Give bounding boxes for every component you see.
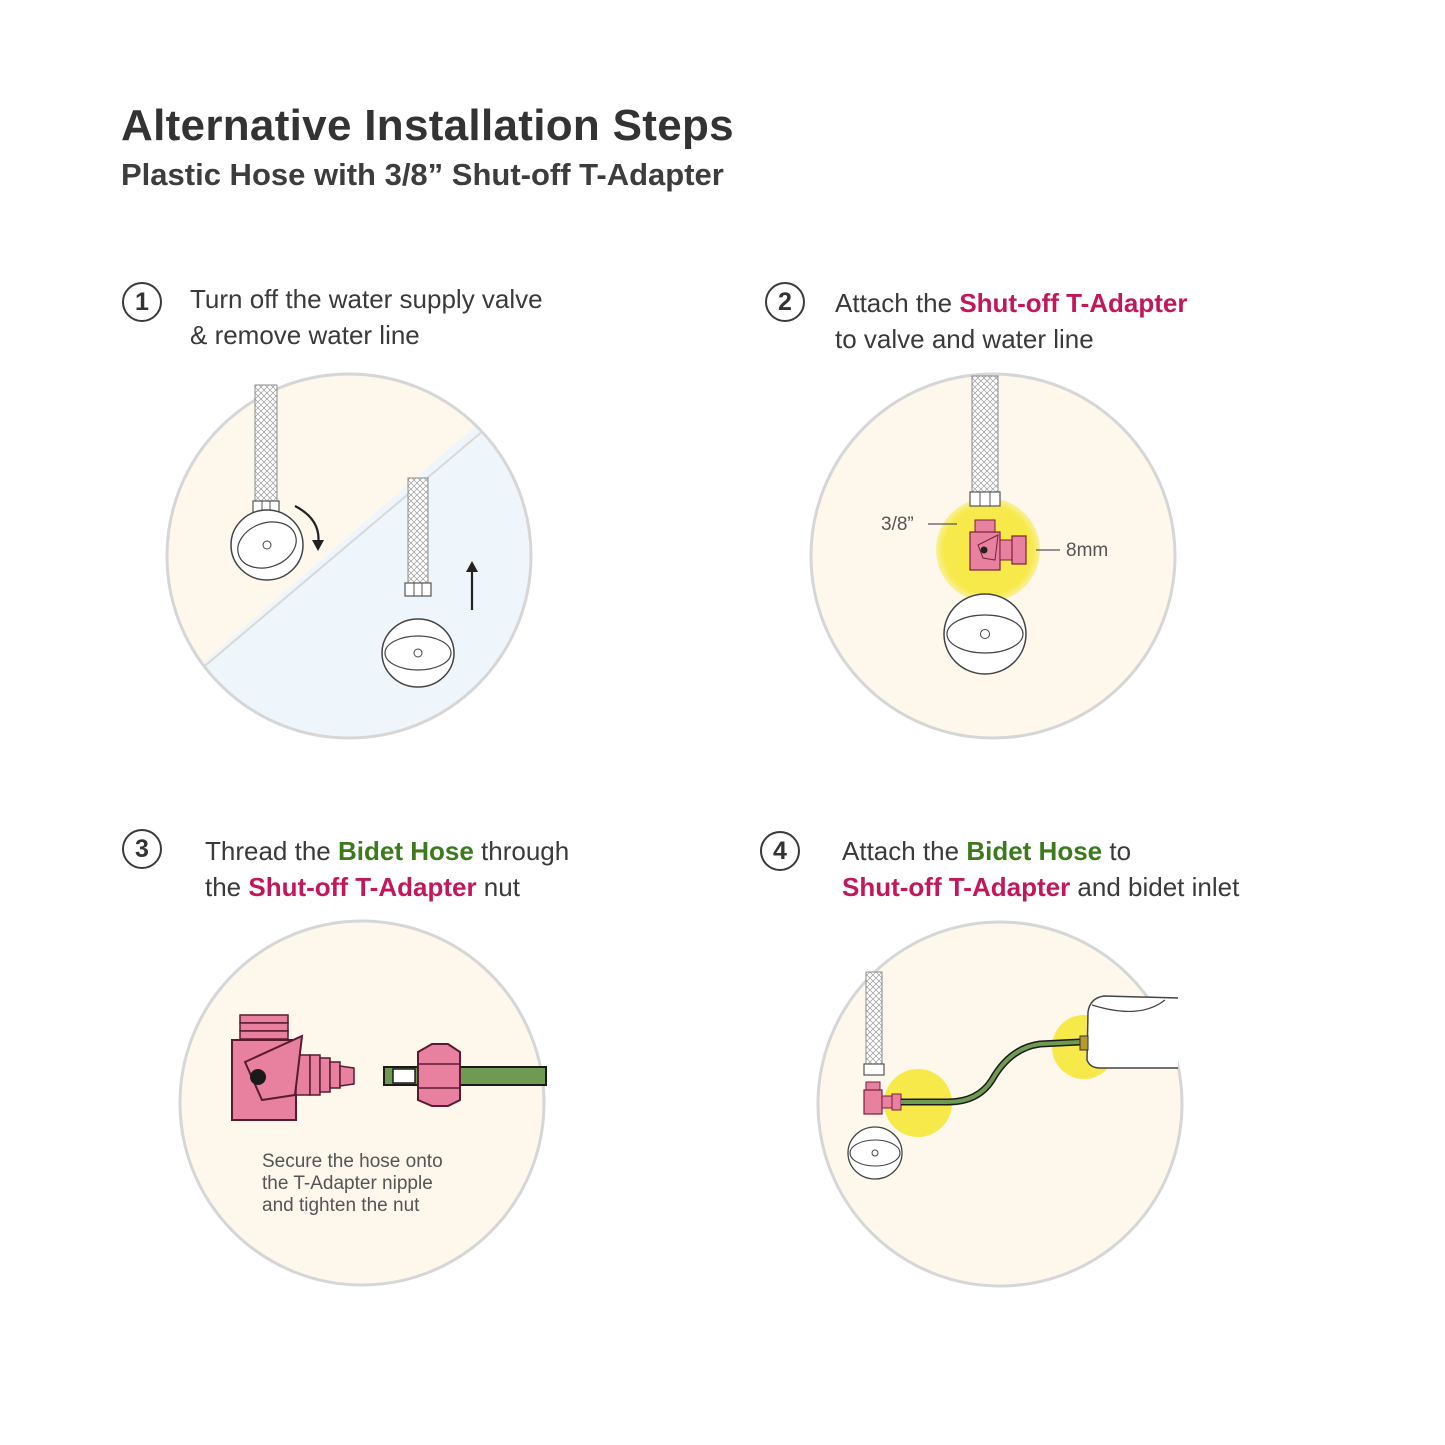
- t-adapter-icon: [863, 1081, 902, 1115]
- step-1-text: Turn off the water supply valve & remove…: [190, 281, 543, 353]
- bidet-hose-highlight: Bidet Hose: [966, 836, 1103, 866]
- braided-hose-icon: [252, 384, 280, 514]
- step-3-circle: [178, 919, 546, 1287]
- step-3-text: Thread the Bidet Hose through the Shut-o…: [205, 833, 569, 905]
- label-3-8-inch: 3/8”: [881, 514, 914, 535]
- step-1-line1: Turn off the water supply valve: [190, 284, 543, 314]
- step-1-line2: & remove water line: [190, 320, 420, 350]
- shutoff-valve-icon: [847, 1126, 903, 1180]
- braided-hose-icon: [863, 971, 885, 1076]
- step-2-line2: to valve and water line: [835, 324, 1094, 354]
- t-adapter-icon: [969, 519, 1027, 571]
- step-4-number: 4: [760, 831, 800, 871]
- bidet-inlet-icon: [1079, 1035, 1089, 1051]
- up-arrow-icon: [466, 561, 478, 610]
- page-subtitle: Plastic Hose with 3/8” Shut-off T-Adapte…: [121, 157, 724, 192]
- step-4-line2: Shut-off T-Adapter and bidet inlet: [842, 872, 1240, 902]
- step-2-illustration: 3/8” 8mm: [809, 372, 1177, 740]
- step-3-number: 3: [122, 829, 162, 869]
- step-1-number: 1: [122, 282, 162, 322]
- step-3-line1: Thread the Bidet Hose through: [205, 836, 570, 866]
- t-adapter-highlight: Shut-off T-Adapter: [248, 872, 477, 902]
- step-1-illustration: [165, 372, 533, 740]
- compression-nut-icon: [417, 1043, 461, 1107]
- step-2-line1: Attach the Shut-off T-Adapter: [835, 288, 1188, 318]
- t-adapter-highlight: Shut-off T-Adapter: [842, 872, 1071, 902]
- shutoff-valve-icon: [381, 618, 455, 688]
- step-3-line2: the Shut-off T-Adapter nut: [205, 872, 520, 902]
- bidet-hose-highlight: Bidet Hose: [337, 836, 474, 866]
- shutoff-valve-icon: [230, 509, 304, 581]
- step-4-line1: Attach the Bidet Hose to: [842, 836, 1132, 866]
- shutoff-valve-icon: [943, 593, 1027, 675]
- step-2-number: 2: [765, 282, 805, 322]
- bidet-hose-icon: [383, 1066, 547, 1086]
- note-line-2: the T-Adapter nipple: [262, 1173, 433, 1194]
- bidet-seat-icon: [1086, 995, 1179, 1069]
- t-adapter-highlight: Shut-off T-Adapter: [959, 288, 1188, 318]
- step-3-illustration: Secure the hose onto the T-Adapter nippl…: [178, 919, 547, 1287]
- braided-hose-icon: [969, 375, 1001, 507]
- step-2-text: Attach the Shut-off T-Adapter to valve a…: [835, 285, 1188, 357]
- label-8mm: 8mm: [1066, 540, 1108, 561]
- page-title: Alternative Installation Steps: [121, 101, 734, 150]
- note-line-1: Secure the hose onto: [262, 1151, 443, 1172]
- step-4-text: Attach the Bidet Hose to Shut-off T-Adap…: [842, 833, 1239, 905]
- t-adapter-icon: [231, 1014, 355, 1121]
- step-1-circle: [165, 372, 533, 740]
- step-4-illustration: [816, 920, 1184, 1288]
- note-line-3: and tighten the nut: [262, 1195, 420, 1216]
- braided-hose-icon: [404, 477, 432, 597]
